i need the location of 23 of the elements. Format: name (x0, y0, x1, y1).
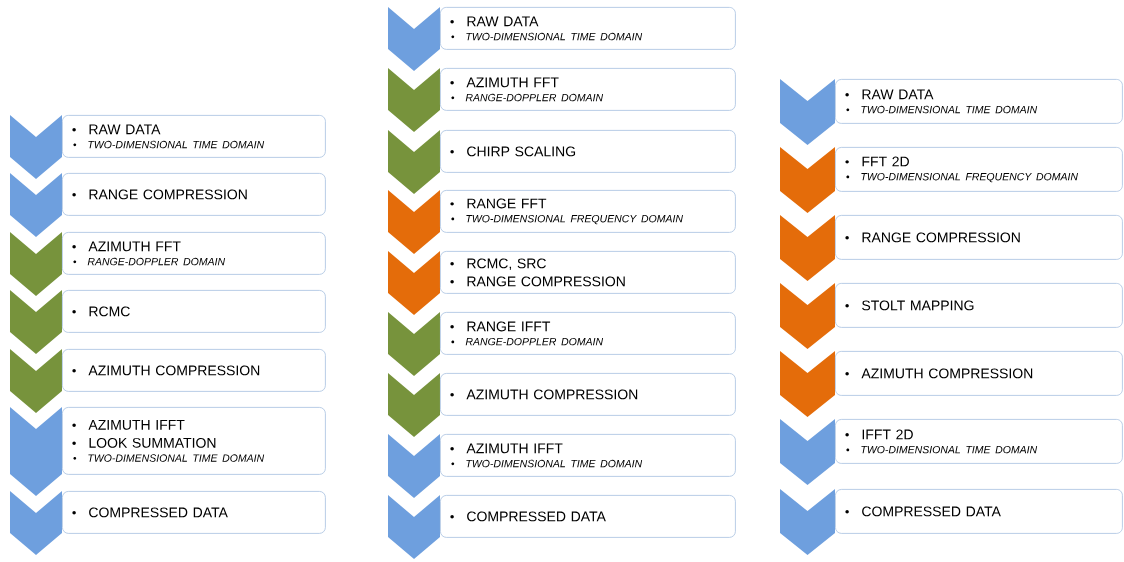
chevron-step: CHIRP SCALING (388, 130, 736, 194)
chevron-step: FFT 2D TWO-DIMENSIONAL FREQUENCY DOMAIN (780, 147, 1123, 213)
chevron-step: STOLT MAPPING (780, 283, 1123, 349)
chevron-step: AZIMUTH COMPRESSION (780, 351, 1123, 417)
chevron-step: RCMC (10, 290, 326, 354)
chevron-step: AZIMUTH IFFT TWO-DIMENSIONAL TIME DOMAIN (388, 434, 736, 498)
chevron-step: AZIMUTH COMPRESSION (10, 349, 326, 413)
chevron-step: RANGE IFFT RANGE-DOPPLER DOMAIN (388, 312, 736, 376)
chevron-step: COMPRESSED DATA (780, 489, 1123, 555)
chevron-step: RCMC, SRC RANGE COMPRESSION (388, 251, 736, 315)
chevron-step: RAW DATA TWO-DIMENSIONAL TIME DOMAIN (388, 7, 736, 71)
chevron-step: RANGE COMPRESSION (780, 215, 1123, 281)
chevron-step: COMPRESSED DATA (388, 495, 736, 559)
chevron-step: AZIMUTH COMPRESSION (388, 373, 736, 437)
chevron-step: AZIMUTH FFT RANGE-DOPPLER DOMAIN (388, 68, 736, 132)
chevron-step: IFFT 2D TWO-DIMENSIONAL TIME DOMAIN (780, 419, 1123, 485)
chevron-step: RANGE COMPRESSION (10, 173, 326, 237)
chevron-step: AZIMUTH IFFT LOOK SUMMATION TWO-DIMENSIONAL TIME DOMAIN (10, 407, 326, 496)
chevron-step: RAW DATA TWO-DIMENSIONAL TIME DOMAIN (780, 79, 1123, 145)
chevron-step: RAW DATA TWO-DIMENSIONAL TIME DOMAIN (10, 115, 326, 179)
chevron-step: AZIMUTH FFT RANGE-DOPPLER DOMAIN (10, 232, 326, 296)
chevron-step: RANGE FFT TWO-DIMENSIONAL FREQUENCY DOMAIN (388, 190, 736, 254)
chevron-step: COMPRESSED DATA (10, 491, 326, 555)
